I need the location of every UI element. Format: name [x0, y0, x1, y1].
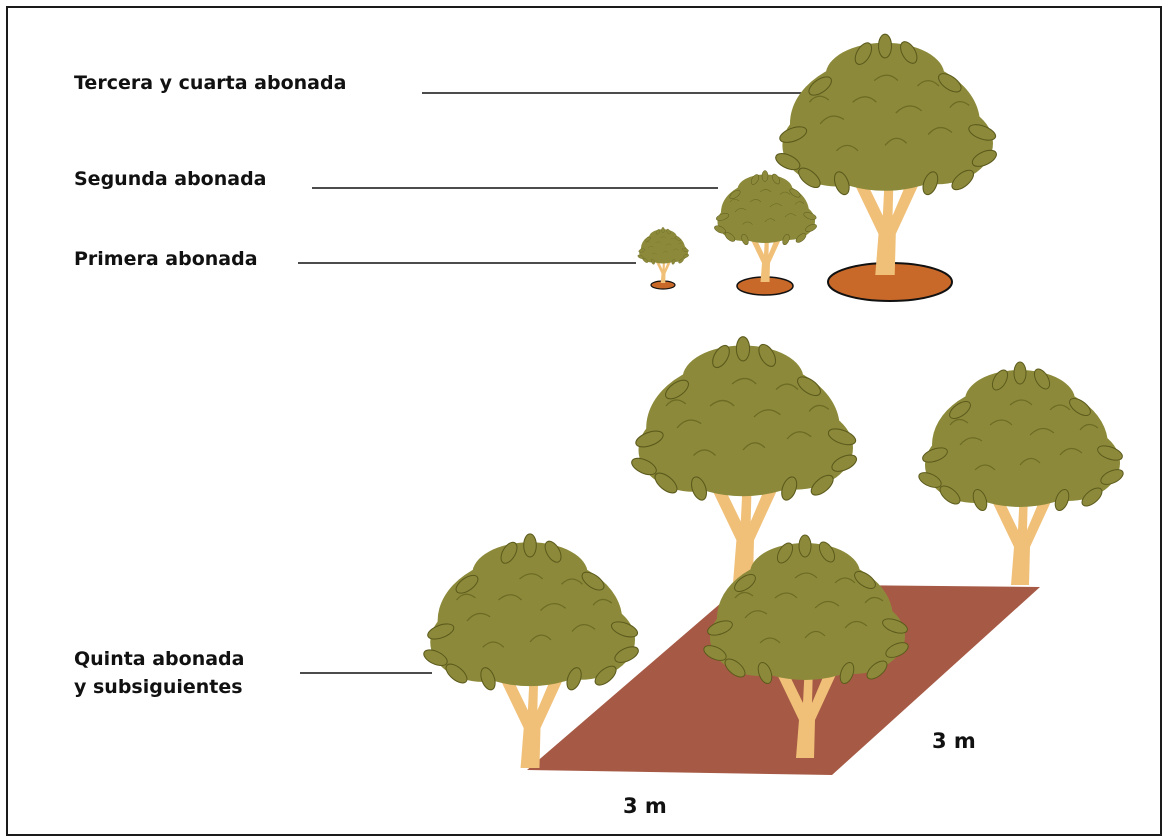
tree-small	[637, 227, 689, 283]
label-quinta-line1: Quinta abonada	[74, 646, 244, 672]
tree-large	[773, 34, 999, 275]
label-tercera-cuarta: Tercera y cuarta abonada	[74, 70, 346, 96]
dimension-side-right: 3 m	[932, 728, 976, 754]
label-segunda: Segunda abonada	[74, 166, 267, 192]
tree-plot-back-right	[917, 362, 1126, 585]
label-primera: Primera abonada	[74, 246, 258, 272]
tree-medium	[713, 171, 817, 283]
label-quinta-line2: y subsiguientes	[74, 674, 243, 700]
dimension-side-bottom: 3 m	[623, 793, 667, 819]
